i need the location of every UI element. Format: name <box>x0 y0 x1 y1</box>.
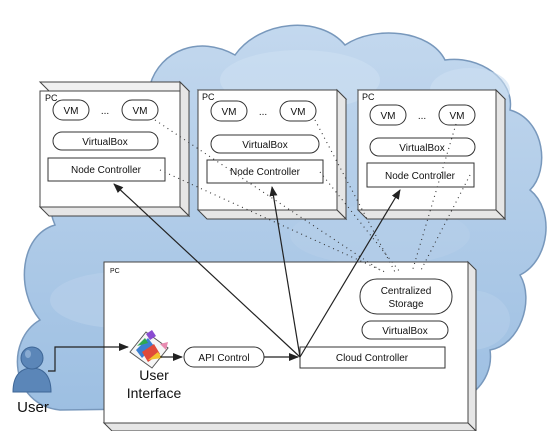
server-virtualbox-label: VirtualBox <box>382 326 427 337</box>
api-control-label: API Control <box>198 353 249 364</box>
pc2-vm-left-label: VM <box>222 107 237 118</box>
pc3-vm-right-label: VM <box>450 111 465 122</box>
storage-line1: Centralized <box>381 286 432 297</box>
user-icon <box>12 346 52 393</box>
storage-link-pc1-vm <box>154 119 381 271</box>
pc1-ellipsis: ... <box>101 106 109 117</box>
storage-links <box>154 119 471 273</box>
pc3-vm-left <box>369 104 407 126</box>
pc1-vm-right <box>121 99 159 121</box>
pc3-node-controller <box>366 162 475 188</box>
storage-link-pc2-vm <box>314 119 396 273</box>
pc2-virtualbox-label: VirtualBox <box>242 140 287 151</box>
pc1-node-controller <box>47 157 166 182</box>
pc1-virtualbox-label: VirtualBox <box>82 137 127 148</box>
arrow-to-pc2 <box>269 186 301 358</box>
server-pc-label: PC <box>110 268 120 275</box>
pc2-node-controller-label: Node Controller <box>230 167 301 178</box>
cloud-controller-box <box>299 346 446 369</box>
pc2-vm-right <box>279 100 317 122</box>
server-virtualbox-pill <box>361 320 449 340</box>
pc-node-1: PC VM ... VM VirtualBox Node Controller <box>38 80 191 218</box>
pc1-vm-left <box>52 99 90 121</box>
arrow-to-pc3 <box>299 189 401 358</box>
control-arrows <box>48 183 401 372</box>
cloud-controller-label: Cloud Controller <box>336 353 409 364</box>
pc3-label: PC <box>362 92 375 102</box>
pc-node-2: PC VM ... VM VirtualBox Node Controller <box>196 88 348 221</box>
storage-link-pc3-vm <box>411 123 457 273</box>
pc3-vm-right <box>438 104 476 126</box>
storage-link-pc1-nc <box>159 169 386 273</box>
pc1-label: PC <box>45 93 58 103</box>
pc2-node-controller <box>206 159 324 184</box>
pc2-vm-right-label: VM <box>291 107 306 118</box>
pc3-ellipsis: ... <box>418 111 426 122</box>
pc2-virtualbox <box>210 134 320 154</box>
storage-link-pc3-nc <box>419 174 471 273</box>
centralized-storage-pill <box>359 278 453 315</box>
arrow-user-to-ui <box>48 343 129 372</box>
user-interface-label-line1: User <box>139 367 169 383</box>
storage-line2: Storage <box>388 299 423 310</box>
arrow-to-pc1 <box>113 183 301 358</box>
pc-node-3: PC VM ... VM VirtualBox Node Controller <box>356 88 507 221</box>
pc2-ellipsis: ... <box>259 107 267 118</box>
pc3-virtualbox-label: VirtualBox <box>399 143 444 154</box>
pc1-vm-right-label: VM <box>133 106 148 117</box>
pc1-virtualbox <box>52 131 159 151</box>
pc1-vm-left-label: VM <box>64 106 79 117</box>
pc3-node-controller-label: Node Controller <box>385 171 456 182</box>
pc2-vm-left <box>210 100 248 122</box>
server-pc: PC Centralized Storage VirtualBox Cloud … <box>102 260 477 431</box>
pc1-node-controller-label: Node Controller <box>71 165 142 176</box>
user-interface-label-line2: Interface <box>127 385 182 401</box>
pc2-label: PC <box>202 92 215 102</box>
pc3-vm-left-label: VM <box>381 111 396 122</box>
user-label: User <box>17 399 49 416</box>
pc3-virtualbox <box>369 137 476 157</box>
user-interface-icon <box>129 330 169 369</box>
